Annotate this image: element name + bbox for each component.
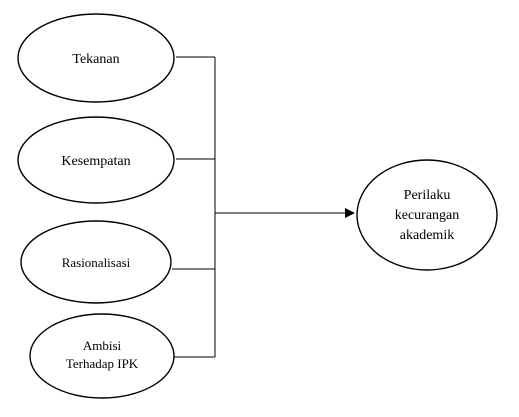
node-output-label-line1: Perilaku <box>404 188 451 203</box>
node-output-label-line3: akademik <box>400 228 454 243</box>
node-kesempatan: Kesempatan <box>17 116 175 204</box>
node-tekanan-label: Tekanan <box>72 52 119 67</box>
node-ambisi-label-line2: Terhadap IPK <box>66 356 139 371</box>
node-tekanan-ellipse <box>17 13 175 103</box>
node-rasionalisasi: Rasionalisasi <box>20 220 172 304</box>
node-ambisi-ellipse <box>29 313 175 399</box>
connectors <box>172 56 355 358</box>
node-ambisi-label-line1: Ambisi <box>83 338 122 353</box>
node-output: Perilaku kecurangan akademik <box>356 159 498 271</box>
node-tekanan: Tekanan <box>17 13 175 103</box>
node-output-label-line2: kecurangan <box>395 208 460 223</box>
node-kesempatan-ellipse <box>17 116 175 204</box>
node-ambisi: Ambisi Terhadap IPK <box>29 313 175 399</box>
node-kesempatan-label: Kesempatan <box>61 154 130 169</box>
node-output-ellipse <box>356 159 498 271</box>
node-rasionalisasi-ellipse <box>20 220 172 304</box>
node-rasionalisasi-label: Rasionalisasi <box>62 255 131 270</box>
